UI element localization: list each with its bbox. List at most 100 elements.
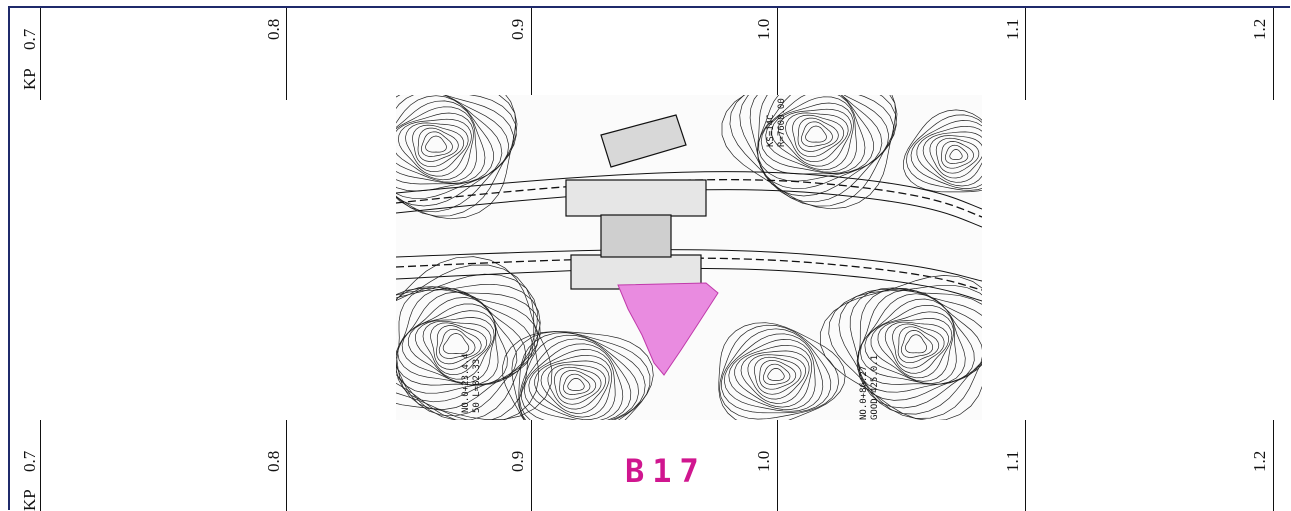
- tick-line-bottom-0-7: [40, 420, 41, 511]
- road-edge-3: [396, 249, 982, 282]
- contour-line: [396, 100, 486, 184]
- contour-line: [422, 320, 492, 376]
- tick-line-top-1-2: [1273, 8, 1274, 100]
- contour-line: [562, 373, 591, 395]
- contour-line: [864, 304, 957, 384]
- contour-line: [749, 95, 894, 197]
- contour-line: [819, 275, 982, 420]
- contour-line: [553, 366, 602, 405]
- contour-line: [916, 125, 982, 187]
- contour-line: [757, 95, 890, 190]
- contour-line: [739, 95, 897, 203]
- contour-line: [828, 284, 982, 419]
- contour-line: [785, 112, 849, 163]
- tick-top-0-9: 0.9: [508, 18, 527, 40]
- contour-line: [758, 95, 874, 175]
- road-center-line-upper: [396, 178, 982, 218]
- station-label-right-2: GOOD 425.0.1: [870, 355, 880, 420]
- contour-line: [910, 120, 982, 189]
- bridge-deck-upper: [565, 179, 707, 217]
- contour-line: [425, 135, 447, 153]
- contour-line: [511, 331, 651, 420]
- contour-line: [547, 364, 607, 410]
- contour-line: [430, 322, 488, 370]
- bridge-deck-lower: [570, 254, 702, 290]
- tick-line-top-0-8: [286, 8, 287, 100]
- contour-line: [396, 256, 553, 420]
- contour-line: [436, 325, 482, 365]
- contour-line: [567, 378, 585, 391]
- kp-label-top: KP: [20, 68, 39, 90]
- contour-line: [753, 356, 802, 395]
- contour-line: [438, 328, 476, 359]
- contour-line: [740, 350, 810, 404]
- contour-line: [757, 95, 883, 182]
- contour-line: [396, 95, 516, 220]
- tick-line-top-0-7: [40, 8, 41, 100]
- tick-line-top-1-0: [777, 8, 778, 100]
- contour-line: [719, 324, 839, 420]
- contour-line: [922, 131, 982, 183]
- contour-line: [401, 303, 499, 386]
- contour-line: [396, 106, 477, 183]
- contour-line: [398, 118, 472, 177]
- contour-line: [396, 288, 527, 394]
- contour-line: [396, 95, 503, 192]
- contour-line: [521, 338, 632, 420]
- contour-line: [518, 332, 646, 420]
- contour-line: [396, 288, 541, 417]
- sheet-frame: [8, 6, 1290, 510]
- contour-line: [718, 322, 846, 420]
- contour-line: [396, 95, 518, 217]
- tick-bottom-0-8: 0.8: [264, 450, 283, 472]
- contour-line: [805, 125, 827, 143]
- contour-line: [523, 343, 624, 420]
- contour-line: [417, 127, 459, 162]
- contour-line: [396, 273, 538, 420]
- contour-line: [929, 135, 982, 179]
- topographic-map: NO.0+23.4.4 50 L=82.33 NO.0+86.27 GOOD 4…: [396, 95, 982, 420]
- abutment-block: [600, 214, 672, 258]
- contour-line: [892, 323, 945, 369]
- tick-line-bottom-0-9: [531, 420, 532, 511]
- tick-line-bottom-1-1: [1025, 420, 1026, 511]
- contour-line: [792, 114, 845, 158]
- tick-line-top-1-1: [1025, 8, 1026, 100]
- contour-line: [734, 344, 813, 408]
- contour-line: [396, 95, 514, 207]
- station-label-right: NO.0+86.27: [859, 366, 869, 420]
- tick-bottom-0-9: 0.9: [508, 450, 527, 472]
- road-center-line-lower: [396, 257, 982, 291]
- curve-radius-label: R=7600.00: [777, 98, 787, 147]
- contour-line: [906, 114, 982, 191]
- contour-line: [760, 95, 866, 174]
- tick-line-top-0-9: [531, 8, 532, 100]
- contour-line: [935, 137, 980, 174]
- station-label-left: NO.0+23.4.4: [461, 353, 471, 413]
- tick-top-0-7: 0.7: [20, 28, 39, 50]
- contour-line: [729, 95, 898, 207]
- contour-line: [396, 95, 510, 200]
- tick-top-1-1: 1.1: [1003, 18, 1022, 40]
- station-label-left-2: 50 L=82.33: [472, 359, 482, 413]
- contour-line: [721, 95, 896, 210]
- contour-line: [800, 121, 833, 147]
- tick-top-1-2: 1.2: [1250, 18, 1269, 40]
- tick-line-bottom-0-8: [286, 420, 287, 511]
- contour-drawing: NO.0+23.4.4 50 L=82.33 NO.0+86.27 GOOD 4…: [396, 95, 982, 420]
- tick-bottom-1-0: 1.0: [754, 450, 773, 472]
- contour-line: [407, 310, 496, 384]
- contour-line: [534, 354, 613, 418]
- contour-line: [728, 339, 816, 410]
- contour-line: [396, 264, 539, 420]
- contour-line: [877, 318, 953, 379]
- tick-bottom-1-2: 1.2: [1250, 450, 1269, 472]
- contour-line: [900, 330, 934, 358]
- contour-line: [721, 328, 832, 414]
- highlighted-zone: [617, 282, 719, 376]
- contour-line: [949, 149, 963, 160]
- road-edge-4: [396, 267, 982, 302]
- contour-line: [870, 311, 954, 382]
- contour-line: [559, 369, 597, 400]
- kp-label-bottom: KP: [20, 489, 39, 511]
